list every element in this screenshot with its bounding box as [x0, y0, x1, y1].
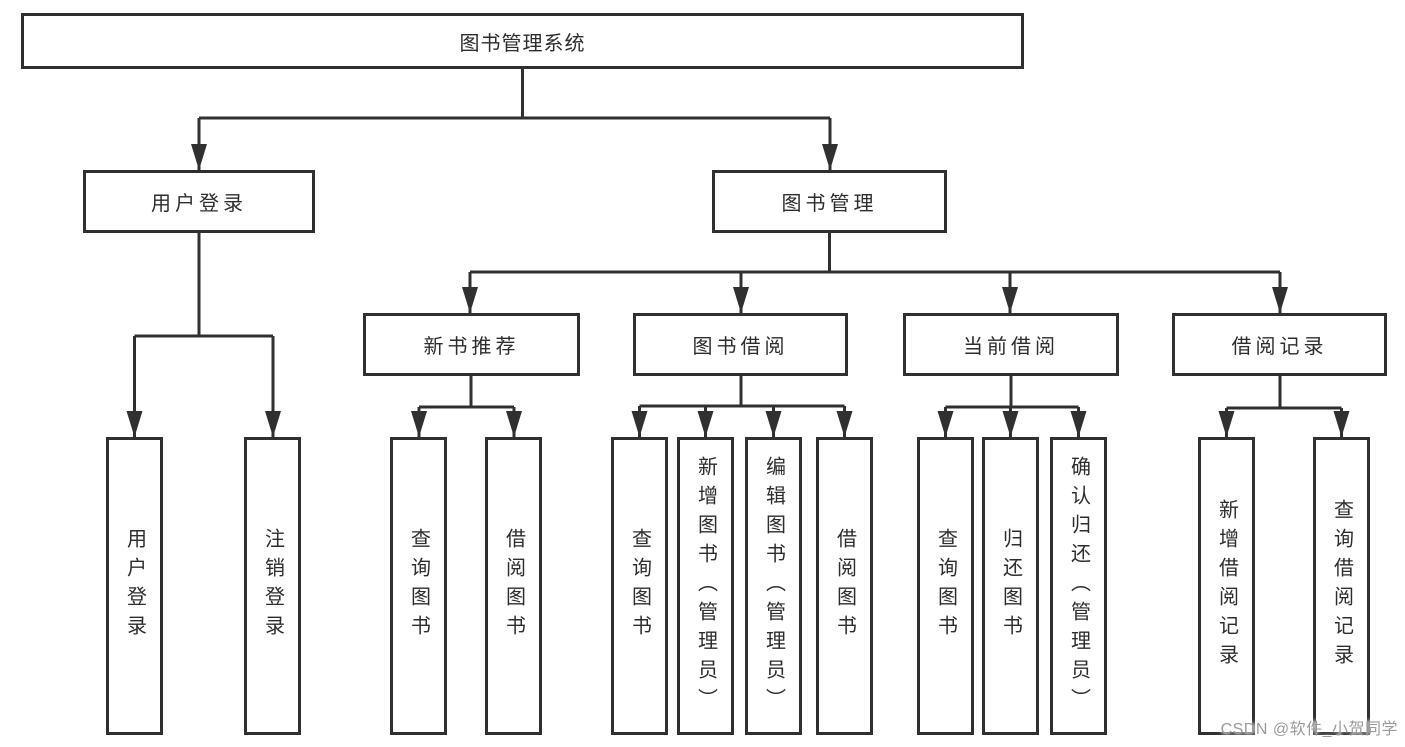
- leaf-query-books-2: 查询图书: [611, 437, 668, 735]
- leaf-edit-book-admin: 编辑图书（管理员）: [745, 437, 802, 735]
- leaf-user-login: 用户登录: [106, 437, 163, 735]
- leaf-query-books-1: 查询图书: [390, 437, 447, 735]
- watermark: CSDN @软件_小贺同学: [1220, 721, 1398, 738]
- node-book-borrow: 图书借阅: [633, 313, 848, 376]
- leaf-borrow-books-1: 借阅图书: [485, 437, 542, 735]
- leaf-logout: 注销登录: [244, 437, 301, 735]
- leaf-borrow-books-2: 借阅图书: [816, 437, 873, 735]
- node-user-login: 用户登录: [83, 170, 315, 233]
- node-root: 图书管理系统: [21, 13, 1024, 69]
- leaf-query-books-3: 查询图书: [917, 437, 974, 735]
- leaf-return-book: 归还图书: [982, 437, 1039, 735]
- leaf-confirm-return-admin: 确认归还（管理员）: [1050, 437, 1107, 735]
- node-current-borrow: 当前借阅: [903, 313, 1119, 376]
- node-book-mgmt: 图书管理: [712, 170, 947, 233]
- leaf-query-borrow-record: 查询借阅记录: [1313, 437, 1370, 735]
- node-new-book-rec: 新书推荐: [363, 313, 580, 376]
- node-borrow-records: 借阅记录: [1172, 313, 1387, 376]
- leaf-add-book-admin: 新增图书（管理员）: [677, 437, 734, 735]
- leaf-add-borrow-record: 新增借阅记录: [1198, 437, 1255, 735]
